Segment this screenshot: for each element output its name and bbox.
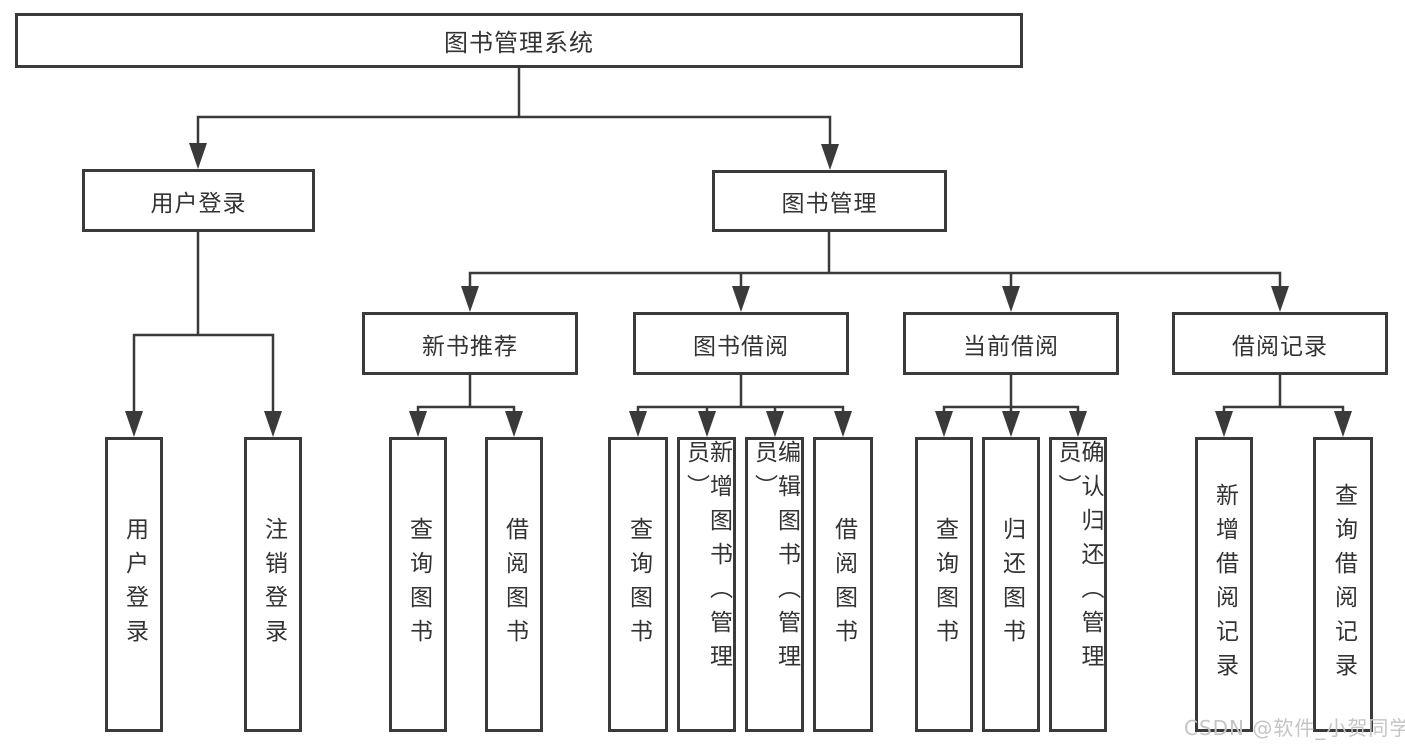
leaf-confirm-return-admin-label: 确认归还（管理员） — [1054, 440, 1103, 678]
leaf-borrow-books-borrowing: 借阅图书 — [813, 437, 873, 732]
leaf-user-login: 用户登录 — [105, 437, 163, 732]
leaf-user-login-label: 用户登录 — [121, 516, 148, 653]
node-user-login: 用户登录 — [82, 169, 315, 232]
leaf-query-books-borrowing: 查询图书 — [608, 437, 668, 732]
leaf-add-books-admin-label: 新增图书（管理员） — [682, 440, 732, 678]
node-current-borrowing: 当前借阅 — [903, 312, 1119, 375]
leaf-add-borrow-record: 新增借阅记录 — [1195, 437, 1253, 732]
node-library-system: 图书管理系统 — [15, 13, 1023, 68]
leaf-add-books-admin: 新增图书（管理员） — [677, 437, 736, 732]
leaf-query-books-current: 查询图书 — [915, 437, 973, 732]
node-current-borrowing-label: 当前借阅 — [963, 333, 1059, 360]
leaf-borrow-books-recommend: 借阅图书 — [485, 437, 543, 732]
leaf-confirm-return-admin: 确认归还（管理员） — [1049, 437, 1107, 732]
leaf-return-books: 归还图书 — [982, 437, 1040, 732]
node-book-management-label: 图书管理 — [781, 191, 878, 217]
node-book-borrowing: 图书借阅 — [633, 312, 849, 375]
csdn-watermark: CSDN @软件_小贺同学 — [1184, 716, 1405, 740]
leaf-borrow-books-borrowing-label: 借阅图书 — [830, 516, 857, 653]
node-borrowing-records: 借阅记录 — [1172, 312, 1388, 375]
node-borrowing-records-label: 借阅记录 — [1232, 333, 1328, 360]
leaf-query-books-current-label: 查询图书 — [931, 516, 958, 653]
leaf-query-borrow-record: 查询借阅记录 — [1313, 437, 1373, 732]
connector-root-to-level1 — [189, 68, 839, 170]
leaf-query-books-borrowing-label: 查询图书 — [625, 516, 652, 653]
leaf-add-borrow-record-label: 新增借阅记录 — [1211, 482, 1238, 687]
connector-current-to-leaves — [935, 375, 1087, 437]
leaf-edit-books-admin-label: 编辑图书（管理员） — [750, 440, 800, 678]
node-new-book-recommendation: 新书推荐 — [362, 312, 578, 375]
connector-borrowing-to-leaves — [629, 375, 852, 437]
leaf-logout: 注销登录 — [244, 437, 302, 732]
node-new-book-recommendation-label: 新书推荐 — [422, 333, 518, 360]
leaf-return-books-label: 归还图书 — [998, 516, 1025, 653]
node-user-login-label: 用户登录 — [150, 190, 247, 217]
leaf-logout-label: 注销登录 — [260, 516, 287, 653]
leaf-query-books-recommend-label: 查询图书 — [405, 516, 432, 653]
connector-recommend-to-leaves — [409, 375, 523, 437]
connector-bookmgmt-to-level2 — [461, 232, 1289, 312]
connector-userlogin-to-leaves — [125, 232, 282, 437]
leaf-edit-books-admin: 编辑图书（管理员） — [745, 437, 804, 732]
node-book-borrowing-label: 图书借阅 — [693, 333, 789, 360]
connector-records-to-leaves — [1215, 375, 1352, 437]
node-library-system-label: 图书管理系统 — [444, 29, 594, 57]
leaf-query-borrow-record-label: 查询借阅记录 — [1330, 482, 1357, 687]
node-book-management: 图书管理 — [712, 170, 947, 232]
leaf-query-books-recommend: 查询图书 — [389, 437, 447, 732]
leaf-borrow-books-recommend-label: 借阅图书 — [501, 516, 528, 653]
